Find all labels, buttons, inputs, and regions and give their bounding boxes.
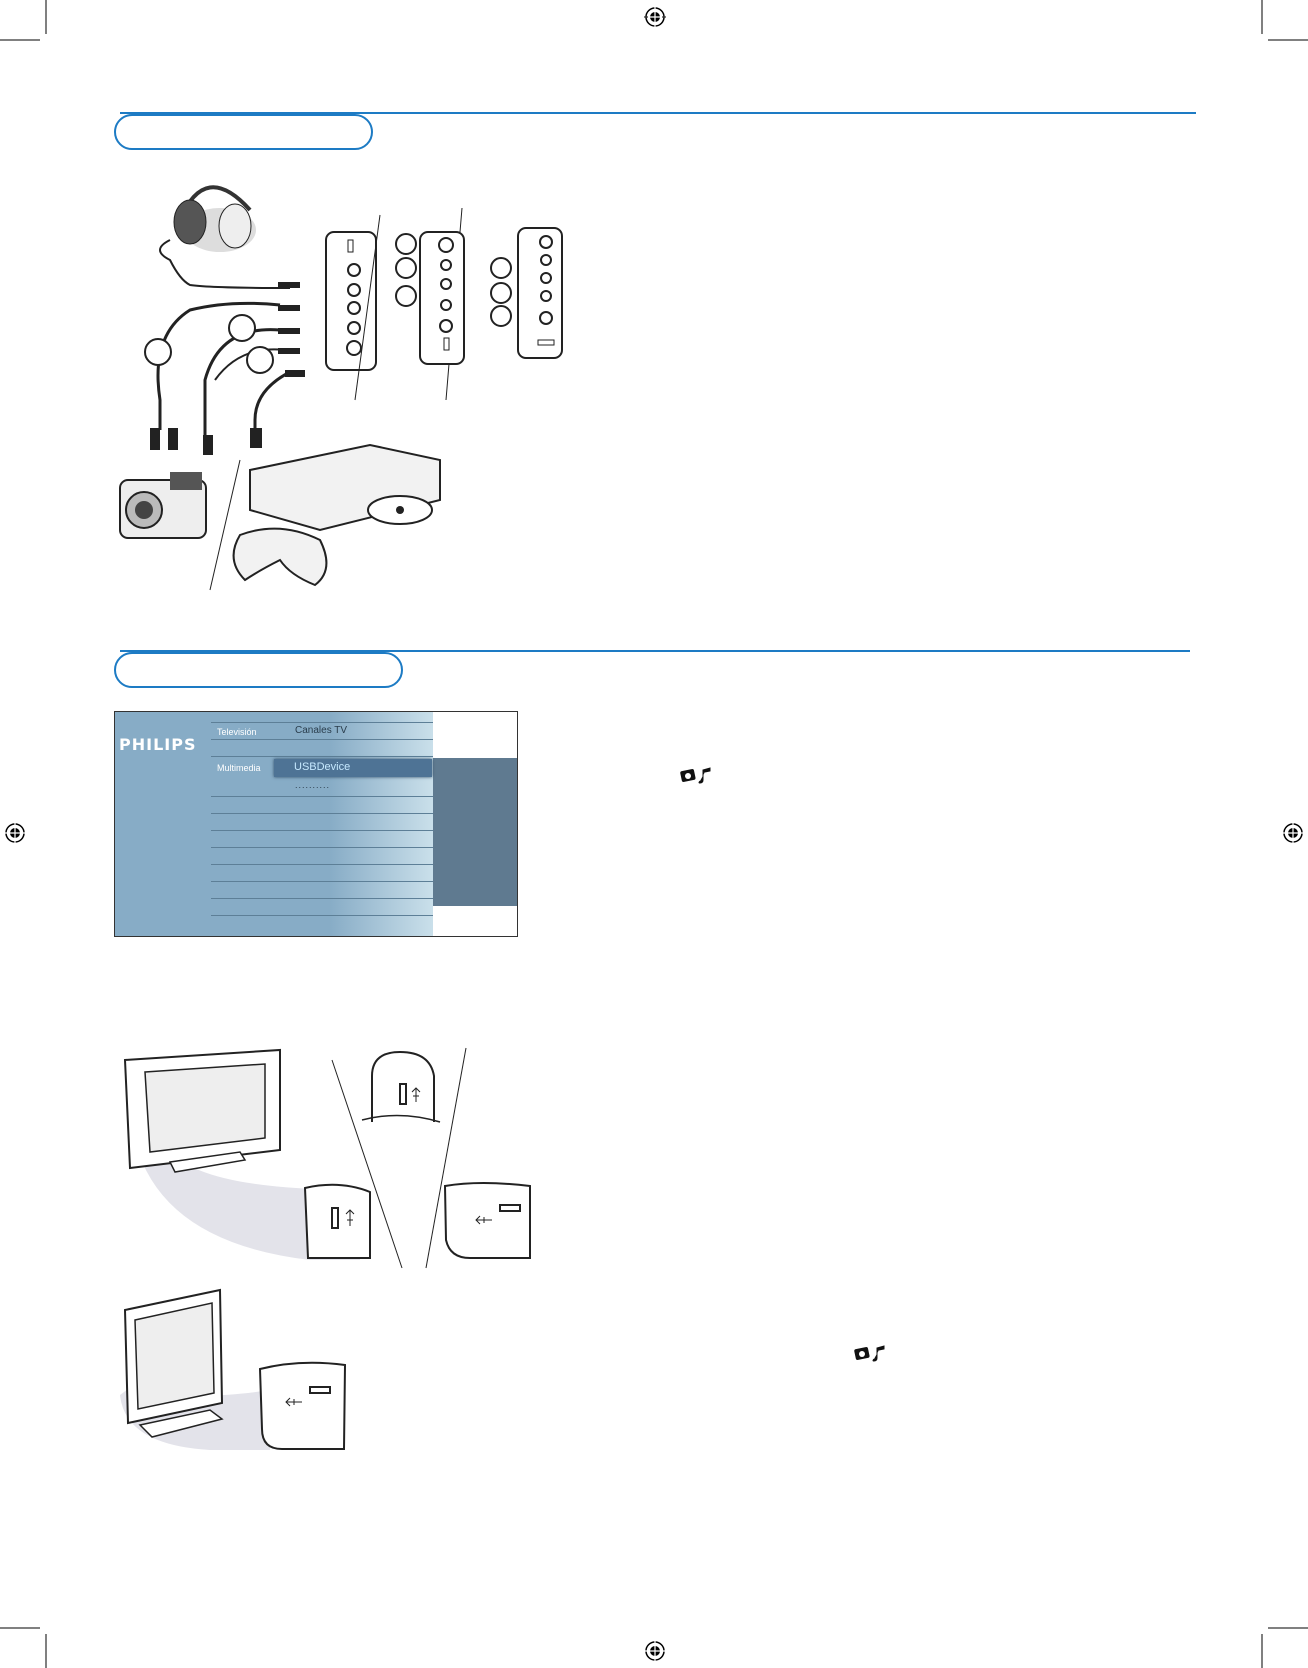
game-console-icon bbox=[232, 443, 441, 587]
usb-icon bbox=[475, 1215, 492, 1225]
photo-music-icon bbox=[854, 1345, 885, 1362]
registration-mark-icon bbox=[1282, 822, 1304, 844]
connection-illustration bbox=[119, 185, 563, 591]
camcorder-icon bbox=[119, 472, 207, 539]
section-title-pill bbox=[114, 652, 403, 688]
menu-item-channels: Canales TV bbox=[295, 725, 348, 736]
registration-mark-icon bbox=[644, 1640, 666, 1662]
headphones-icon bbox=[159, 185, 291, 289]
menu-item-more: .......... bbox=[295, 780, 331, 790]
usb-icon bbox=[411, 1087, 421, 1102]
usb-icon bbox=[285, 1397, 302, 1407]
tv-menu-screenshot: PHILIPS Televisión Multimedia Canales TV… bbox=[114, 711, 518, 937]
tv-side-usb-illustration bbox=[120, 1288, 347, 1450]
menu-category-television: Televisión bbox=[217, 727, 257, 737]
usb-icon bbox=[345, 1209, 355, 1226]
menu-info-panel bbox=[433, 712, 517, 936]
registration-mark-icon bbox=[4, 822, 26, 844]
section-rule bbox=[120, 650, 1190, 652]
photo-music-icon bbox=[680, 767, 711, 784]
section-title-pill bbox=[114, 114, 373, 150]
menu-item-usb-selected: USBDevice bbox=[274, 759, 432, 777]
tv-usb-illustration bbox=[123, 1047, 531, 1269]
brand-logo: PHILIPS bbox=[119, 735, 197, 754]
menu-category-multimedia: Multimedia bbox=[217, 763, 261, 773]
section-rule bbox=[120, 112, 1196, 114]
registration-mark-icon bbox=[644, 6, 666, 28]
